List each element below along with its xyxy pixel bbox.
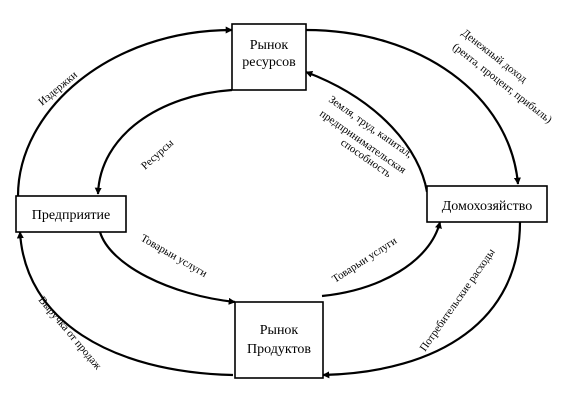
resource-market-line2: ресурсов — [242, 55, 296, 70]
firm-box: Предприятие — [15, 195, 127, 233]
household-label: Домохозяйство — [442, 199, 533, 214]
label-goods-services-firm: Товарыи услуги — [139, 232, 210, 280]
product-market-line2: Продуктов — [247, 342, 311, 357]
arrow-consumer-spending — [322, 221, 522, 379]
arrow-goods-to-market — [98, 231, 236, 305]
firm-label: Предприятие — [32, 208, 111, 223]
product-market-line1: Рынок — [260, 323, 299, 338]
resource-market-line1: Рынок — [250, 38, 289, 53]
product-market-box: Рынок Продуктов — [234, 301, 324, 379]
arrow-costs — [16, 26, 233, 197]
arrow-goods-to-household — [321, 221, 442, 298]
label-sales-revenue: Выручка от продаж — [36, 294, 104, 372]
label-costs: Издержки — [36, 69, 80, 108]
label-consumer-spending: Потребительские расходы — [418, 246, 498, 354]
arrow-money-income — [305, 28, 521, 185]
arrow-sales-revenue — [16, 231, 234, 377]
arrow-resources — [94, 88, 233, 195]
arrow-factors — [305, 70, 429, 193]
resource-market-box: Рынок ресурсов — [231, 23, 307, 91]
label-resources: Ресурсы — [139, 137, 177, 173]
household-box: Домохозяйство — [426, 185, 548, 223]
